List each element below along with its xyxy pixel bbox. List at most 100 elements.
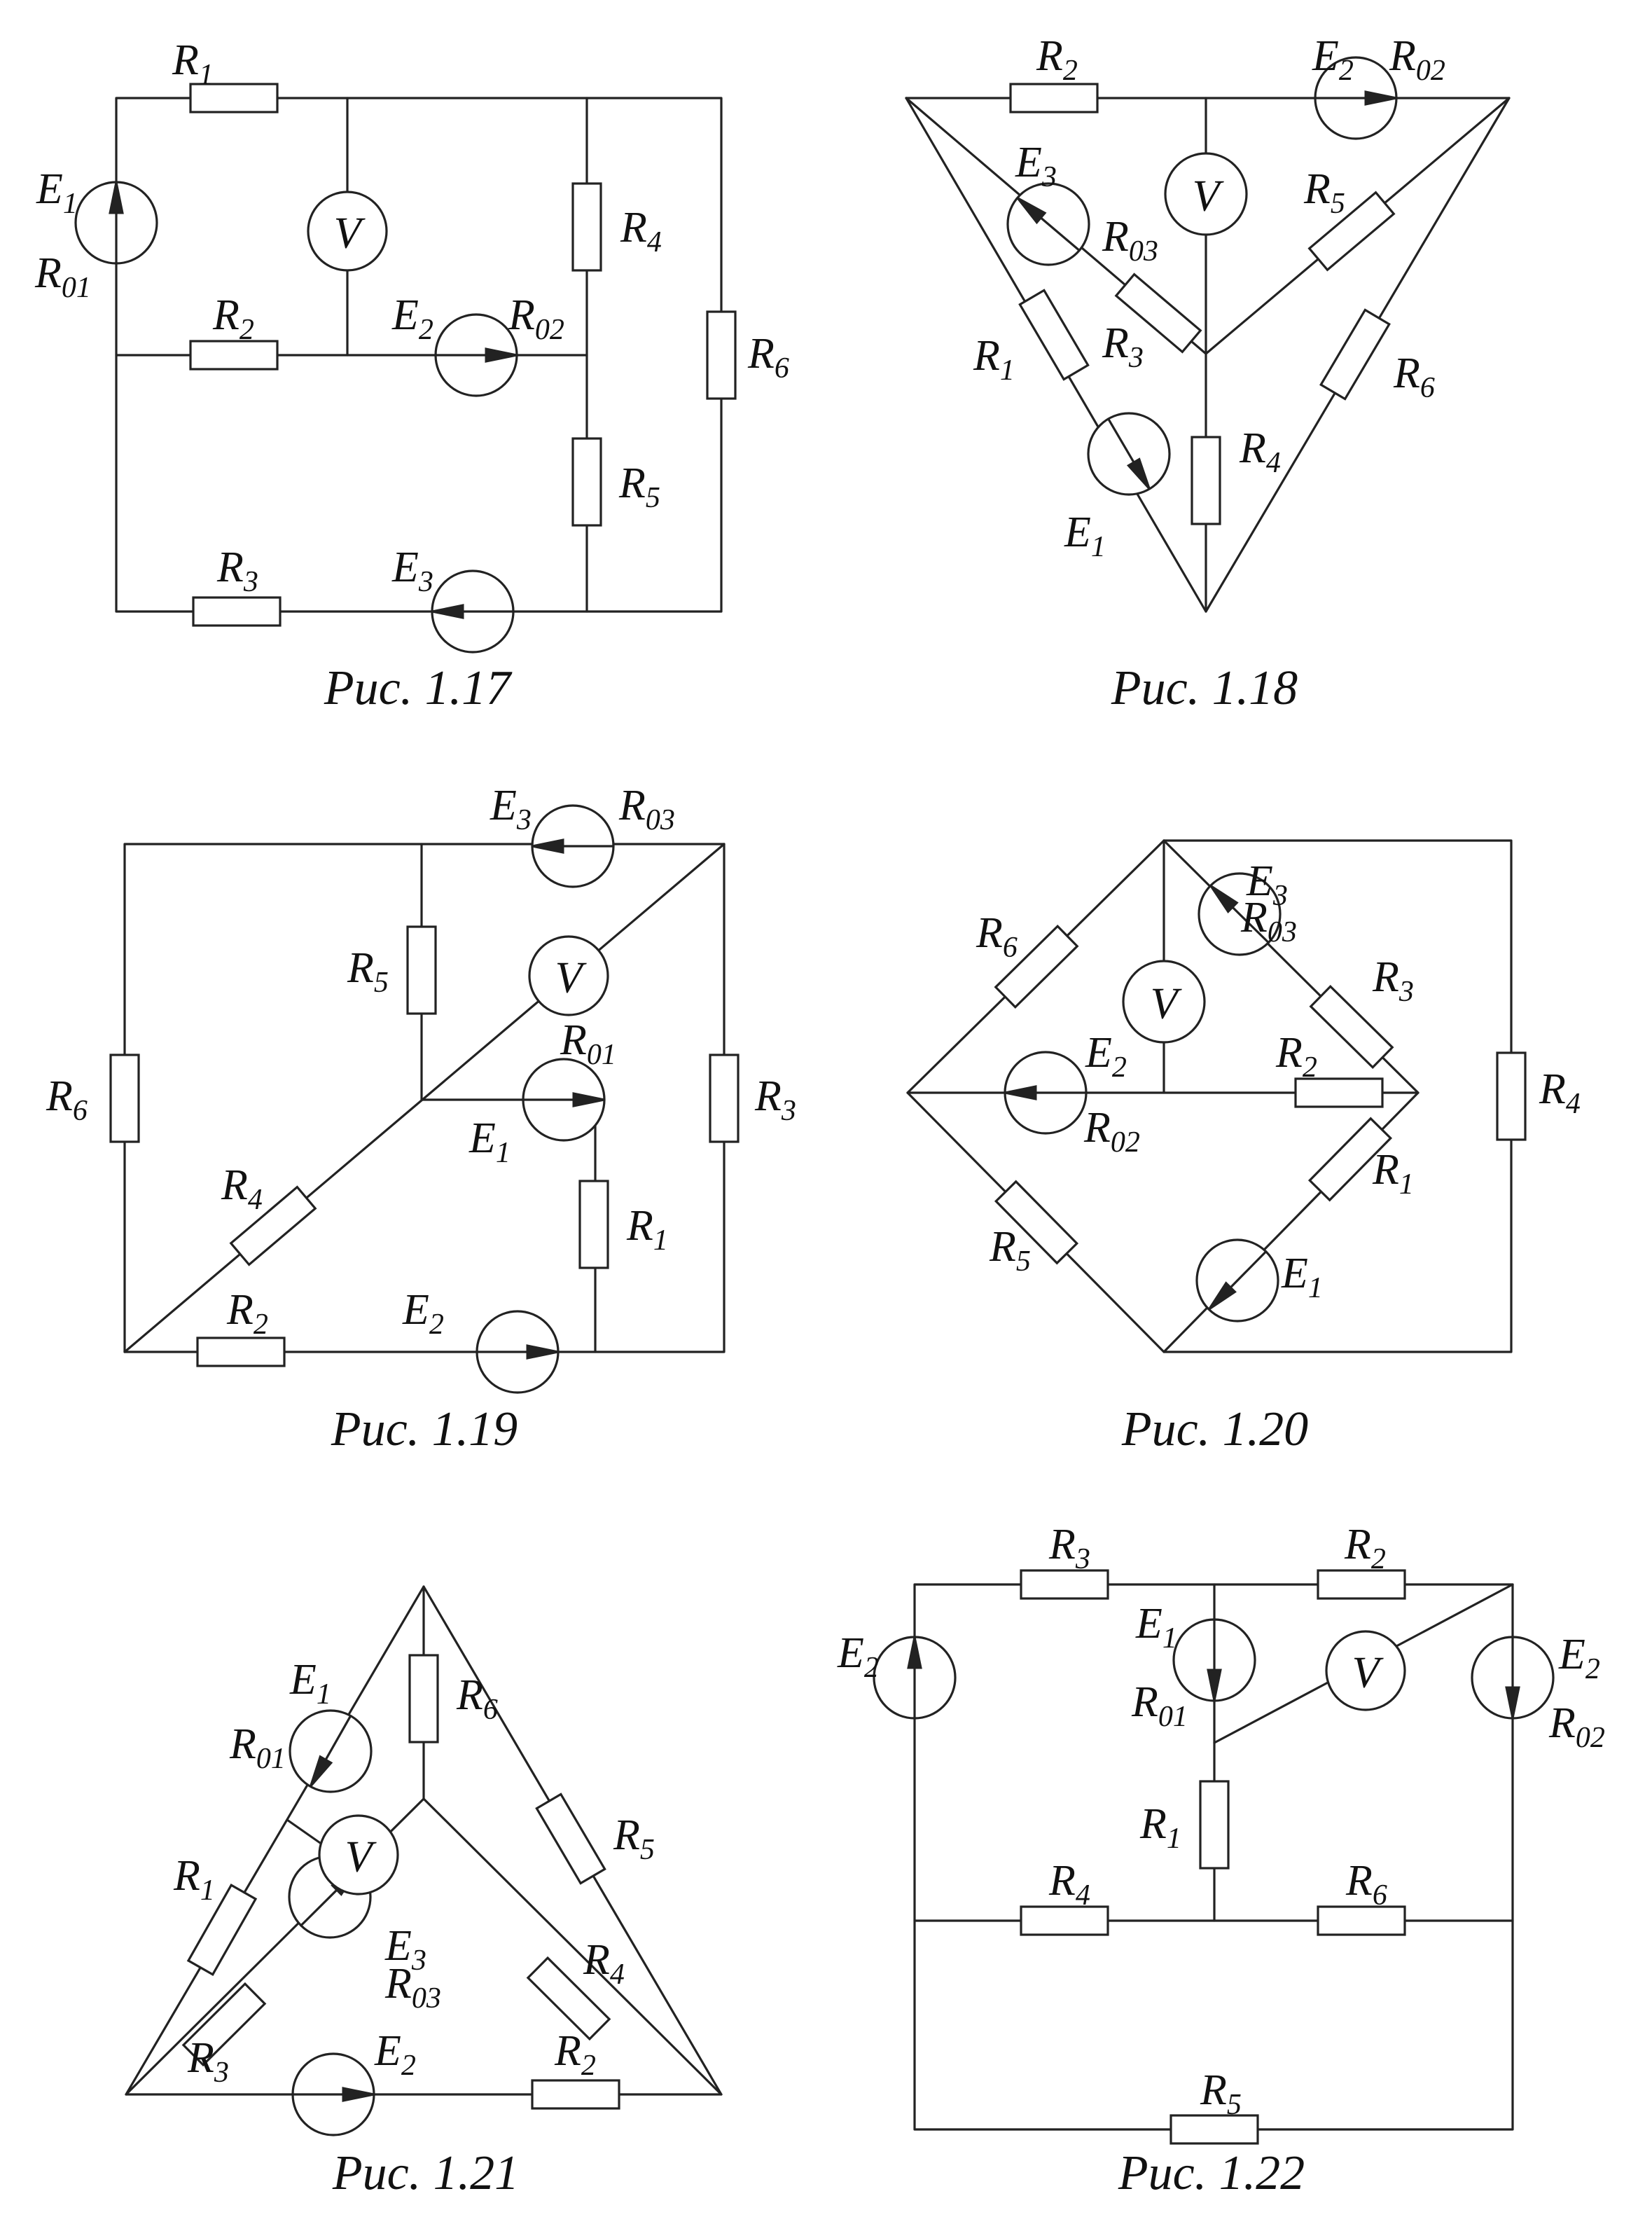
label-e2a: E2 [837,1629,879,1684]
label-letter: R [229,1720,256,1768]
label-subscript: 03 [1129,235,1158,268]
resistor-r5 [406,925,437,1015]
label-letter: R [226,1286,254,1334]
voltmeter-label: V [555,953,587,1002]
label-letter: R [1036,32,1063,80]
resistor-r1 [578,1180,609,1269]
label-e1: E1 [468,1114,511,1169]
label-r1: R1 [1372,1146,1414,1201]
label-subscript: 3 [418,566,433,598]
source-e1-arrow-head [572,1092,605,1107]
label-letter: R [583,1936,610,1984]
label-r1: R1 [1139,1800,1181,1855]
label-r2: R2 [1275,1029,1317,1084]
label-r4: R4 [1239,424,1281,479]
wire [115,97,723,613]
label-subscript: 1 [200,1874,215,1907]
label-subscript: 2 [864,1652,879,1684]
label-subscript: 3 [1128,342,1144,374]
label-letter: E [1312,32,1339,80]
source-e2 [291,2052,375,2136]
label-letter: E [36,165,63,213]
resistor-r2 [1294,1077,1384,1108]
source-e3-arrow-shaft [1229,904,1270,944]
figure-caption: Рис. 1.19 [331,1402,518,1456]
label-subscript: 1 [1091,531,1106,563]
label-subscript: 2 [1063,55,1078,87]
label-letter: R [1548,1699,1576,1747]
label-letter: R [221,1161,248,1209]
resistor-r6 [1317,1905,1406,1936]
wire [422,1797,723,2096]
label-letter: R [976,909,1003,957]
label-e3: E3 [1015,139,1057,193]
label-subscript: 02 [1111,1126,1140,1159]
resistor-r1 [1307,1117,1393,1202]
label-r6: R6 [1345,1857,1387,1912]
label-subscript: 5 [1331,188,1345,220]
voltmeter-circle [1164,152,1248,236]
source-e1-arrow-shaft [323,1714,352,1764]
label-letter: E [468,1114,496,1162]
resistor-r3 [709,1054,740,1143]
resistor-r6 [408,1654,439,1743]
label-subscript: 5 [374,967,389,999]
label-letter: R [173,1852,200,1900]
label-r6: R6 [456,1671,498,1726]
resistor-r4 [229,1185,317,1266]
label-letter: R [613,1811,640,1859]
resistor-r4 [526,1956,611,2041]
label-e3: E3 [391,544,433,598]
label-subscript: 5 [640,1834,655,1866]
label-r02: R02 [1389,32,1445,87]
source-e1 [522,1058,606,1142]
label-letter: R [1393,350,1420,397]
label-subscript: 5 [646,482,660,514]
label-letter: R [46,1072,73,1120]
resistor-r2 [531,2079,620,2110]
label-letter: E [402,1286,429,1334]
label-r5: R5 [1200,2066,1242,2121]
label-r02: R02 [508,291,564,346]
label-letter: R [34,249,62,297]
label-r1: R1 [173,1852,215,1907]
label-letter: R [1048,1521,1076,1568]
source-e2-arrow-head [485,347,518,363]
label-r1: R1 [973,332,1015,387]
label-letter: R [212,291,240,339]
label-subscript: 6 [1373,1879,1387,1912]
label-e3: E3 [1246,857,1288,912]
label-r4: R4 [221,1161,263,1216]
label-r2: R2 [212,291,254,346]
resistor-r3 [181,1982,267,2067]
source-e2-right [1471,1636,1555,1720]
label-e1: E1 [1064,509,1106,563]
label-r2: R2 [226,1286,268,1341]
label-e3: E3 [384,1922,426,1977]
label-subscript: 6 [483,1694,498,1726]
resistor-r1 [1199,1780,1230,1870]
source-e1-arrow-head [1207,1669,1222,1701]
source-e1-arrow-head [1208,1281,1237,1311]
label-subscript: 1 [1000,354,1015,387]
label-letter: R [1344,1521,1371,1568]
source-e2-arrow-head [1364,90,1397,106]
label-r03: R03 [1102,213,1158,268]
label-subscript: 01 [587,1039,616,1071]
label-letter: R [560,1016,587,1064]
label-subscript: 3 [516,804,532,836]
label-letter: R [554,2027,581,2075]
label-r5: R5 [989,1223,1031,1278]
label-e2: E2 [374,2027,416,2082]
label-e1: E1 [289,1656,331,1711]
resistor-r4 [1020,1905,1109,1936]
label-subscript: 1 [1162,1622,1177,1655]
source-e2 [1004,1051,1088,1135]
label-subscript: 03 [646,804,675,836]
resistor-r4 [1496,1051,1527,1141]
label-subscript: 2 [401,2050,416,2082]
